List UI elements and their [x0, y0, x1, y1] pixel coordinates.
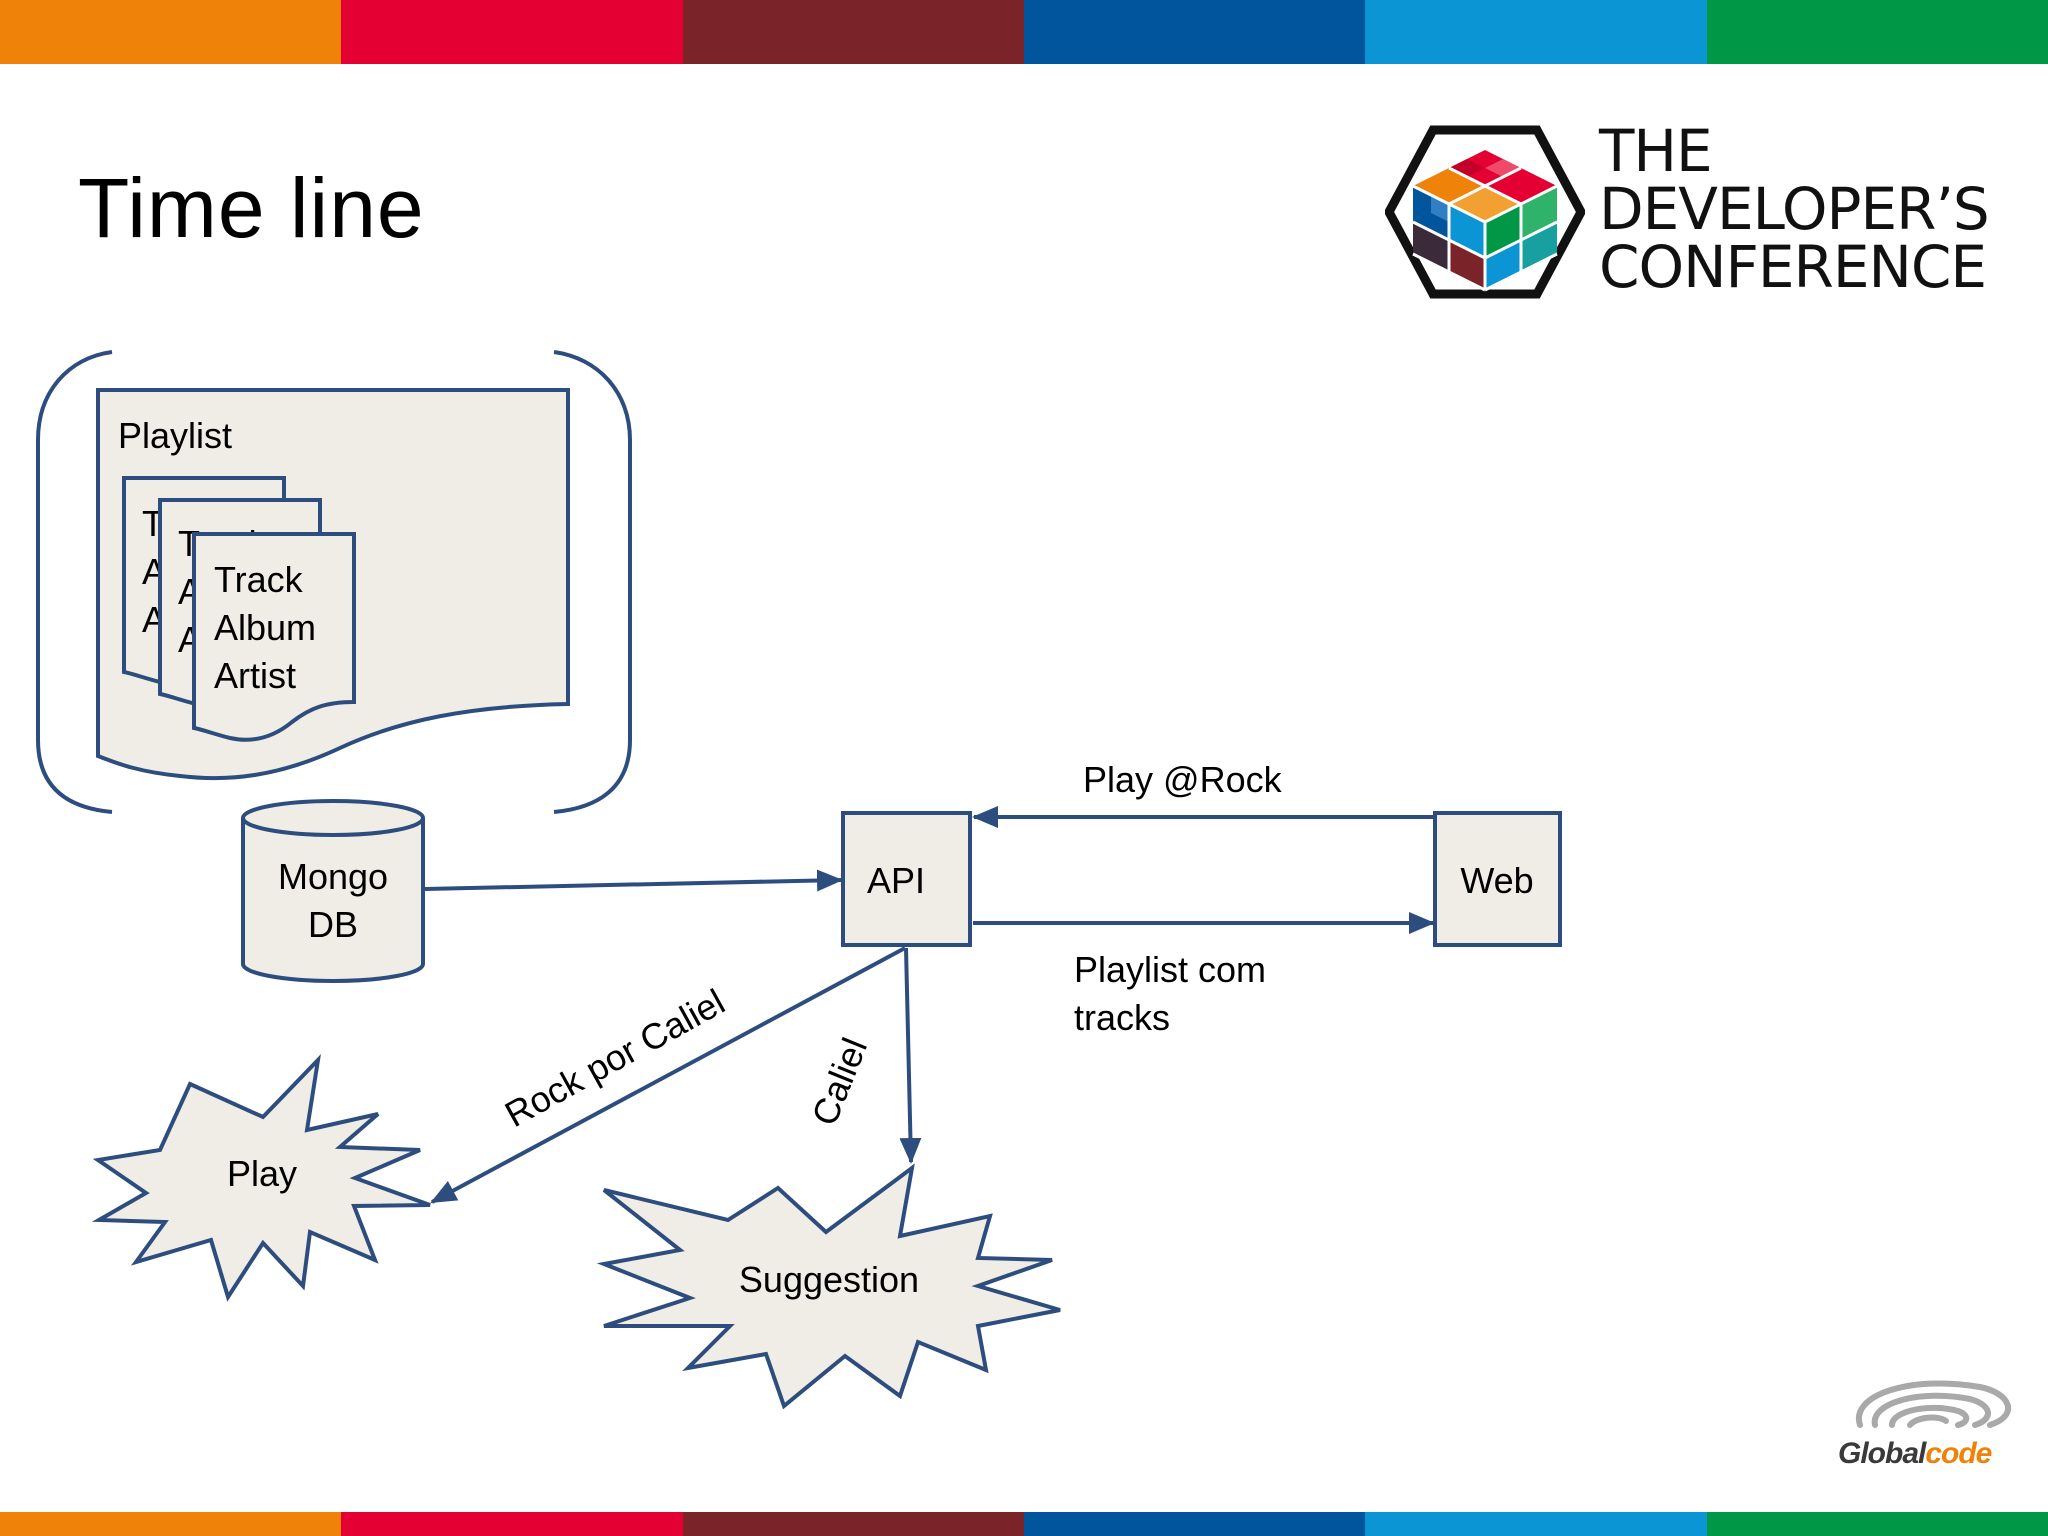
globalcode-part-1: Global	[1838, 1437, 1926, 1470]
response-label-line-2: tracks	[1074, 997, 1170, 1038]
left-bracket	[36, 350, 113, 814]
play-burst: Play	[91, 1054, 431, 1302]
api-box: API	[841, 811, 972, 947]
stripe-green	[1706, 1512, 2048, 1536]
bottom-color-stripe	[0, 1512, 2048, 1536]
tdc-cube-icon	[1383, 125, 1587, 299]
stripe-orange	[0, 1512, 342, 1536]
top-color-stripe	[0, 0, 2048, 64]
caliel-label: Caliel	[803, 1032, 875, 1131]
stripe-red	[341, 1512, 683, 1536]
stripe-blue	[1023, 1512, 1366, 1536]
api-label: API	[867, 860, 925, 901]
playlist-label: Playlist	[118, 415, 232, 456]
track-card-front: Track Album Artist	[192, 532, 356, 742]
response-label-line-1: Playlist com	[1074, 949, 1266, 990]
tdc-wordmark: THE DEVELOPER’S CONFERENCE	[1599, 117, 1990, 301]
tdc-line-2: DEVELOPER’S	[1599, 175, 1990, 243]
play-label: Play	[227, 1153, 297, 1194]
web-box: Web	[1433, 811, 1562, 947]
globalcode-wordmark: Globalcode	[1838, 1437, 1992, 1471]
web-label: Web	[1460, 860, 1533, 901]
arrow-api-to-suggestion	[899, 947, 922, 1164]
arrow-api-to-play	[430, 946, 906, 1204]
globalcode-logo: Globalcode	[1830, 1375, 2030, 1475]
suggestion-burst: Suggestion	[596, 1163, 1061, 1410]
stripe-maroon	[682, 0, 1024, 64]
stripe-green	[1706, 0, 2048, 64]
stripe-red	[341, 0, 683, 64]
stripe-light-blue	[1365, 1512, 1707, 1536]
page-title: Time line	[78, 161, 425, 255]
track-card-front-line-3: Artist	[214, 655, 296, 696]
db-label-line-1: Mongo	[278, 856, 388, 897]
arrow-db-to-api	[424, 869, 843, 892]
db-label-line-2: DB	[308, 904, 358, 945]
tdc-logo: THE DEVELOPER’S CONFERENCE	[1383, 122, 1990, 302]
globalcode-swirl-icon	[1855, 1380, 2012, 1428]
mongo-db-cylinder: Mongo DB	[241, 799, 425, 983]
stripe-maroon	[682, 1512, 1024, 1536]
tdc-line-1: THE	[1599, 117, 1713, 185]
suggestion-label: Suggestion	[739, 1259, 919, 1300]
stripe-orange	[0, 0, 342, 64]
track-card-front-line-2: Album	[214, 607, 316, 648]
right-bracket	[553, 350, 632, 814]
tdc-line-3: CONFERENCE	[1599, 233, 1987, 301]
stripe-blue	[1023, 0, 1366, 64]
request-label: Play @Rock	[1083, 759, 1283, 800]
globalcode-part-2: code	[1925, 1437, 1992, 1470]
track-card-front-line-1: Track	[214, 559, 304, 600]
stripe-light-blue	[1365, 0, 1707, 64]
